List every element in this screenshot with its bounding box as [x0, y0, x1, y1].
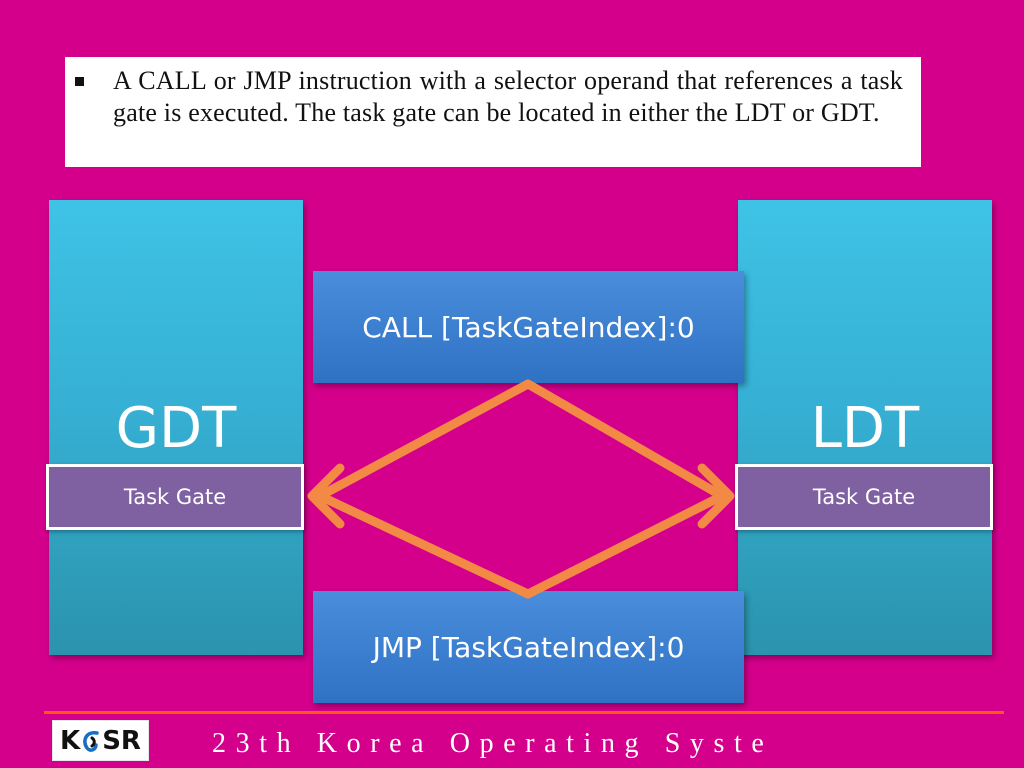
kosr-logo: K SR [52, 720, 149, 761]
gdt-title: GDT [115, 396, 237, 461]
arrow-icon [697, 463, 735, 529]
logo-swirl-icon [80, 728, 102, 754]
jmp-instruction-label: JMP [TaskGateIndex]:0 [372, 630, 685, 664]
quote-text: A CALL or JMP instruction with a selecto… [113, 66, 903, 127]
ldt-task-gate: Task Gate [735, 464, 993, 530]
footer-text: 23th Korea Operating Syste [212, 728, 774, 759]
logo-text-left: K [60, 725, 81, 756]
bullet-square-icon [75, 77, 84, 86]
ldt-title: LDT [810, 396, 920, 461]
arrow-icon [307, 463, 345, 529]
gdt-task-gate: Task Gate [46, 464, 304, 530]
arrow-call-to-gdt [315, 379, 533, 501]
call-instruction-label: CALL [TaskGateIndex]:0 [362, 310, 695, 344]
arrow-jmp-to-gdt [315, 491, 533, 599]
ldt-task-gate-label: Task Gate [812, 485, 916, 509]
gdt-table: GDT [49, 200, 303, 655]
call-instruction-box: CALL [TaskGateIndex]:0 [313, 271, 744, 383]
ldt-table: LDT [738, 200, 992, 655]
footer-divider [44, 711, 1004, 714]
arrow-jmp-to-ldt [523, 491, 727, 599]
logo-text-right: SR [102, 725, 141, 756]
gdt-task-gate-label: Task Gate [123, 485, 227, 509]
quote-box: A CALL or JMP instruction with a selecto… [65, 57, 921, 167]
arrow-call-to-ldt [523, 379, 727, 501]
jmp-instruction-box: JMP [TaskGateIndex]:0 [313, 591, 744, 703]
